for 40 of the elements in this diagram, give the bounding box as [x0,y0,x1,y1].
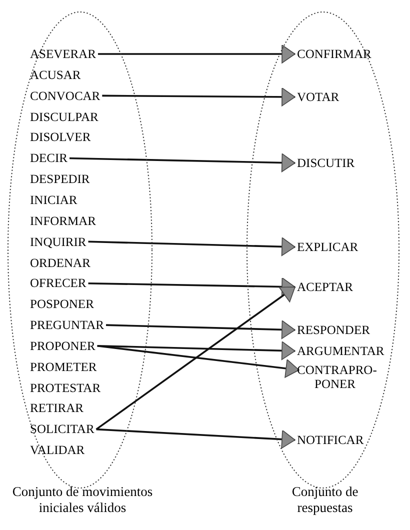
arrow [88,277,296,296]
speech-act-label: DESPEDIR [30,172,90,186]
arrow [98,44,296,64]
speech-act-label: RETIRAR [30,401,84,416]
arrow [97,341,296,360]
speech-act-label: DISCUTIR [297,156,355,170]
arrow [97,345,300,378]
speech-act-label: RESPONDER [297,323,370,337]
speech-act-label: ACUSAR [30,68,81,82]
speech-act-label: VALIDAR [30,443,85,458]
speech-act-label: ORDENAR [30,256,90,270]
speech-act-label: VOTAR [297,90,340,104]
speech-act-label: CONFIRMAR [297,47,372,61]
arrow [106,320,296,340]
arrow [88,237,296,256]
speech-act-label: PREGUNTAR [30,318,104,332]
speech-act-label: SOLICITAR [30,422,94,436]
speech-act-label: INQUIRIR [30,234,86,249]
arrow [102,88,296,106]
arrow [69,153,296,172]
speech-act-label: INICIAR [30,192,78,207]
arrow [96,286,296,430]
speech-act-label: PROTESTAR [30,380,101,395]
speech-act-label: EXPLICAR [297,240,358,254]
set-caption: Conjunto de respuestas [290,484,360,516]
speech-act-label: POSPONER [30,297,94,312]
speech-act-label: CONVOCAR [30,88,100,103]
speech-act-label: ARGUMENTAR [297,344,384,358]
set-caption: Conjunto de movimientos iniciales válidos [11,484,154,516]
speech-act-label: ACEPTAR [297,280,353,294]
speech-act-label: DECIR [30,151,68,166]
speech-act-label: INFORMAR [30,214,96,228]
speech-act-label: NOTIFICAR [297,433,364,447]
speech-act-label: PROPONER [30,338,96,353]
speech-act-label: ASEVERAR [30,47,96,61]
speech-act-label: DISCULPAR [30,110,98,124]
speech-act-label: PROMETER [30,360,97,374]
arrow [96,428,296,449]
speech-act-label: OFRECER [30,276,86,290]
speech-act-label: DISOLVER [30,130,91,144]
